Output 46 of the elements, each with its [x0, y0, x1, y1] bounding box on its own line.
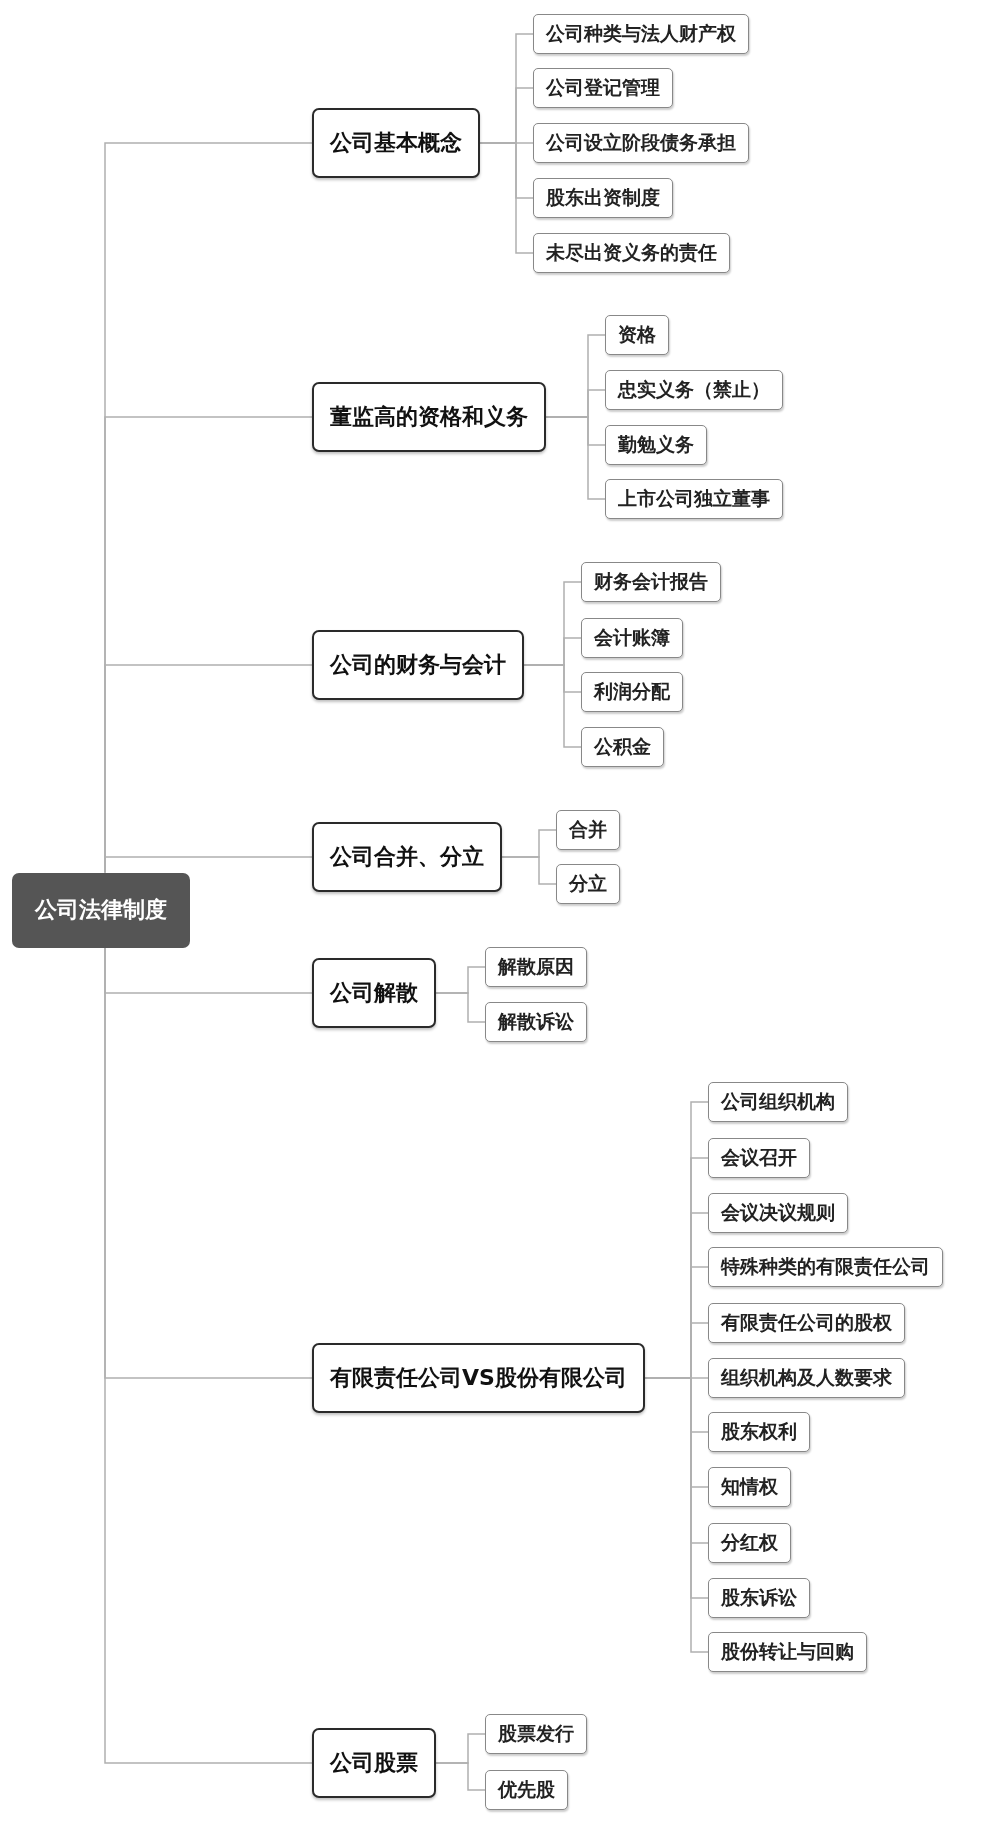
topic-box: 公司解散 — [312, 958, 436, 1028]
topic-box: 董监高的资格和义务 — [312, 382, 546, 452]
subtopic-box: 会议决议规则 — [708, 1193, 848, 1233]
subtopic-box: 组织机构及人数要求 — [708, 1358, 905, 1398]
subtopic-box: 解散诉讼 — [485, 1002, 587, 1042]
subtopic-box: 未尽出资义务的责任 — [533, 233, 730, 273]
subtopic-box: 股东诉讼 — [708, 1578, 810, 1618]
connector-line — [501, 856, 557, 885]
topic-box: 有限责任公司VS股份有限公司 — [312, 1343, 645, 1413]
subtopic-box: 上市公司独立董事 — [605, 479, 783, 519]
connector-line — [435, 1762, 486, 1791]
connector-line — [644, 1377, 709, 1653]
subtopic-box: 股份转让与回购 — [708, 1632, 867, 1672]
topic-box: 公司合并、分立 — [312, 822, 502, 892]
subtopic-box: 勤勉义务 — [605, 425, 707, 465]
subtopic-box: 财务会计报告 — [581, 562, 721, 602]
subtopic-box: 公积金 — [581, 727, 664, 767]
connector-line — [104, 856, 313, 874]
subtopic-box: 会议召开 — [708, 1138, 810, 1178]
subtopic-box: 资格 — [605, 315, 669, 355]
topic-box: 公司的财务与会计 — [312, 630, 524, 700]
subtopic-box: 公司组织机构 — [708, 1082, 848, 1122]
subtopic-box: 股东权利 — [708, 1412, 810, 1452]
subtopic-box: 有限责任公司的股权 — [708, 1303, 905, 1343]
subtopic-box: 合并 — [556, 810, 620, 850]
connector-line — [523, 664, 582, 748]
subtopic-box: 利润分配 — [581, 672, 683, 712]
root-box: 公司法律制度 — [12, 872, 190, 948]
connector-line — [479, 142, 534, 254]
subtopic-box: 忠实义务（禁止） — [605, 370, 783, 410]
subtopic-box: 解散原因 — [485, 947, 587, 987]
connector-line — [435, 992, 486, 1023]
subtopic-box: 分红权 — [708, 1523, 791, 1563]
subtopic-box: 优先股 — [485, 1770, 568, 1810]
subtopic-box: 公司设立阶段债务承担 — [533, 123, 749, 163]
subtopic-box: 股票发行 — [485, 1714, 587, 1754]
subtopic-box: 公司登记管理 — [533, 68, 673, 108]
topic-box: 公司股票 — [312, 1728, 436, 1798]
subtopic-box: 特殊种类的有限责任公司 — [708, 1247, 943, 1287]
connector-line — [545, 416, 606, 500]
topic-box: 公司基本概念 — [312, 108, 480, 178]
subtopic-box: 会计账簿 — [581, 618, 683, 658]
subtopic-box: 知情权 — [708, 1467, 791, 1507]
subtopic-box: 股东出资制度 — [533, 178, 673, 218]
subtopic-box: 分立 — [556, 864, 620, 904]
subtopic-box: 公司种类与法人财产权 — [533, 14, 749, 54]
